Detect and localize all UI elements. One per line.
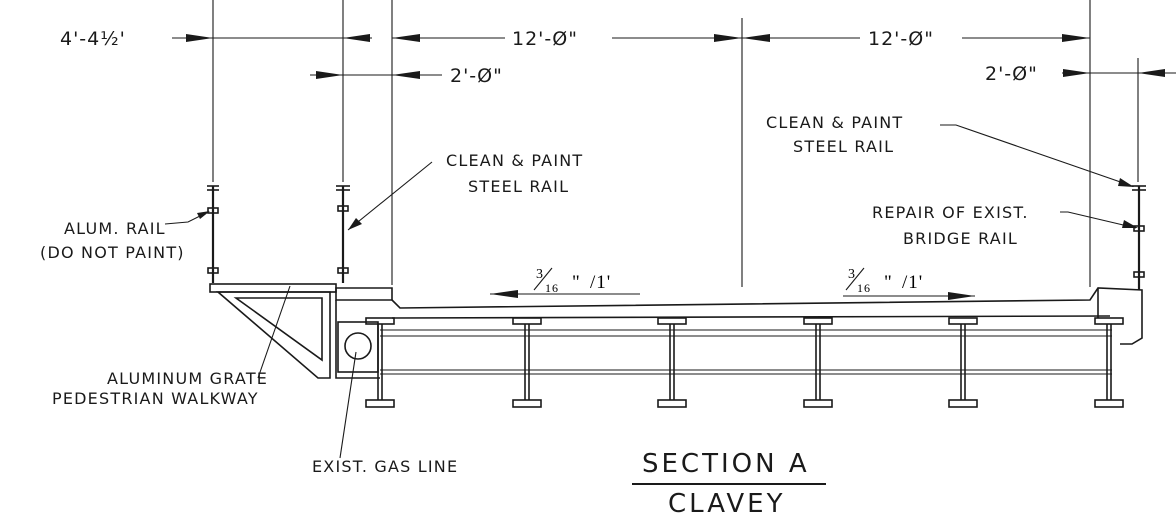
repair-note-2: BRIDGE RAIL [903, 229, 1018, 248]
repair-note-1: REPAIR OF EXIST. [872, 203, 1029, 222]
slope-right-value: /1' [902, 272, 923, 293]
lane-right-dimension: 12'-Ø" [868, 28, 934, 50]
pedestrian-walkway [209, 283, 337, 379]
slope-right-num: 3 [848, 267, 856, 282]
extension-lines [212, 0, 1139, 287]
girder [365, 317, 395, 408]
alum-rail [207, 185, 219, 283]
dimension-lines [172, 34, 1176, 79]
slope-left-den: 16 [545, 281, 559, 295]
slope-left-value: /1' [590, 272, 611, 293]
leader-lines [164, 124, 1138, 459]
girder [1094, 317, 1124, 408]
girder [803, 317, 833, 408]
offset-right-dimension: 2'-Ø" [985, 63, 1038, 85]
walkway-width-dimension: 4'-4½' [60, 28, 126, 50]
alum-rail-note-1: ALUM. RAIL [64, 219, 166, 238]
steel-rail-right-note-1: CLEAN & PAINT [766, 113, 903, 132]
girders [365, 317, 1124, 408]
slope-left-num: 3 [536, 267, 544, 282]
section-title: SECTION A [642, 449, 810, 479]
steel-rail-left-note-2: STEEL RAIL [468, 177, 569, 196]
alum-rail-note-2: (DO NOT PAINT) [40, 243, 185, 262]
offset-left-dimension: 2'-Ø" [450, 65, 503, 87]
diaphragm [380, 329, 1112, 375]
slope-right-label: 3 16 " /1' [845, 267, 923, 295]
slope-arrows [490, 290, 975, 300]
slope-right-inch: " [884, 272, 893, 293]
steel-rail-left-note-1: CLEAN & PAINT [446, 151, 583, 170]
steel-rail-left [336, 185, 350, 283]
slope-left-inch: " [572, 272, 581, 293]
bridge-deck [335, 287, 1143, 379]
section-subtitle: CLAVEY [668, 489, 785, 518]
steel-rail-right [1132, 185, 1146, 290]
girder [512, 317, 542, 408]
grate-note-2: PEDESTRIAN WALKWAY [52, 389, 259, 408]
girder [657, 317, 687, 408]
slope-left-label: 3 16 " /1' [533, 267, 611, 295]
gas-line-note: EXIST. GAS LINE [312, 457, 458, 476]
slope-right-den: 16 [857, 281, 871, 295]
grate-note-1: ALUMINUM GRATE [107, 369, 268, 388]
lane-left-dimension: 12'-Ø" [512, 28, 578, 50]
girder [948, 317, 978, 408]
gas-line-pipe [337, 321, 379, 373]
steel-rail-right-note-2: STEEL RAIL [793, 137, 894, 156]
